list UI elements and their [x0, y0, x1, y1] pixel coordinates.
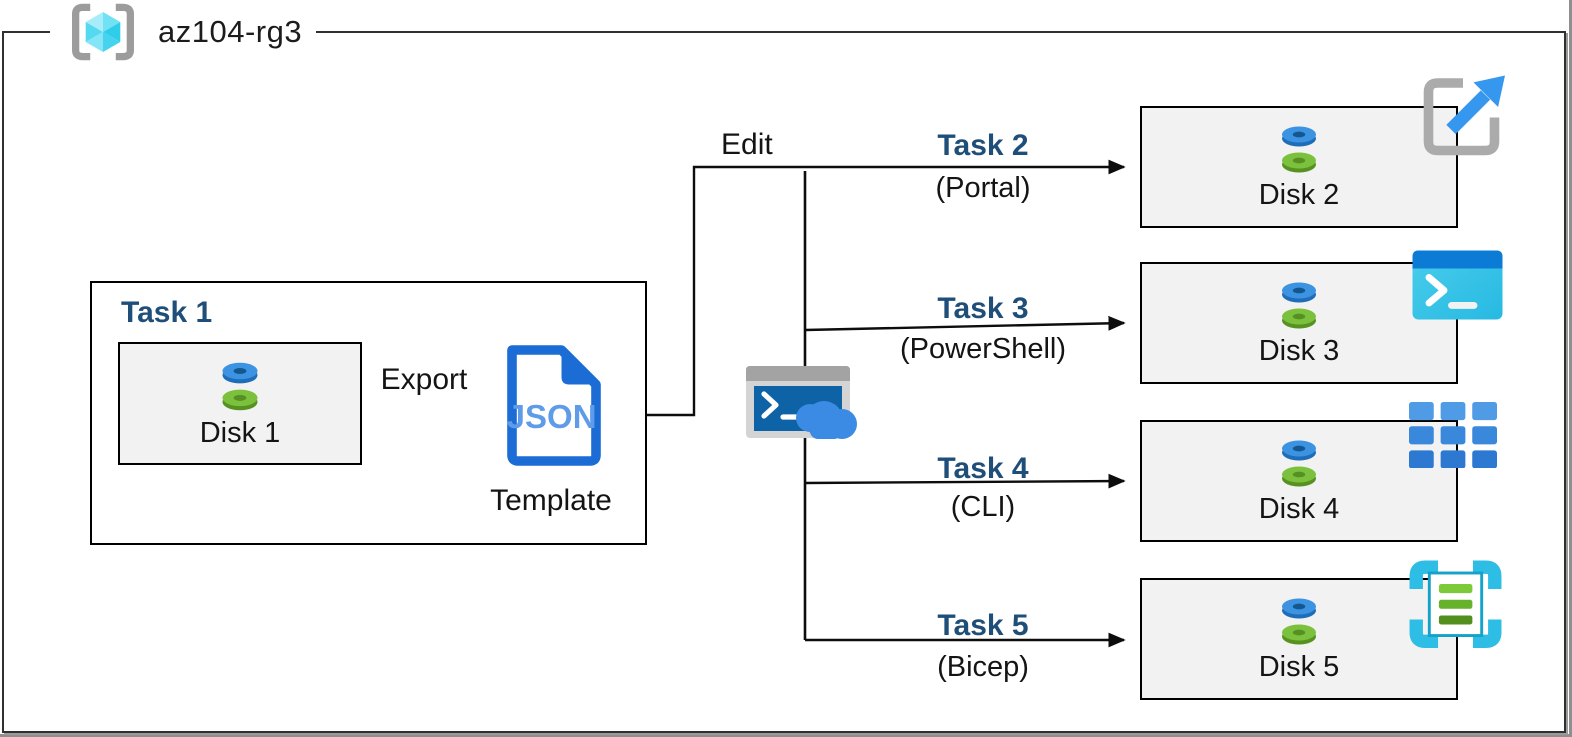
- task3-label: Task 3: [937, 292, 1029, 325]
- disk5-label: Disk 5: [1258, 651, 1340, 683]
- disk-icon: [1267, 122, 1331, 176]
- cloud-shell-icon: [746, 366, 857, 439]
- resource-group-header: az104-rg3: [50, 0, 317, 64]
- bicep-template-icon: [1409, 560, 1502, 649]
- disk-icon: [1267, 278, 1331, 332]
- azure-cli-icon: [1409, 402, 1497, 468]
- resource-group-frame: [2, 31, 1566, 733]
- edit-task2-arrow: [647, 159, 1126, 417]
- disk-icon: [207, 358, 273, 414]
- edit-label: Edit: [721, 128, 773, 161]
- task2-method-label: (Portal): [935, 172, 1031, 204]
- powershell-icon: [1412, 250, 1503, 320]
- resource-group-icon: [72, 3, 134, 61]
- task4-label: Task 4: [937, 452, 1029, 485]
- disk3-box: Disk 3: [1140, 262, 1458, 384]
- disk1-box: Disk 1: [118, 342, 362, 465]
- template-label: Template: [490, 484, 612, 517]
- task4-arrow: [804, 473, 1126, 489]
- json-badge-text: JSON: [507, 398, 597, 435]
- task1-title: Task 1: [121, 296, 213, 329]
- task2-label: Task 2: [937, 129, 1029, 162]
- disk2-box: Disk 2: [1140, 106, 1458, 228]
- disk-icon: [1267, 436, 1331, 490]
- json-template-icon: JSON: [507, 345, 601, 466]
- task5-method-label: (Bicep): [937, 651, 1029, 683]
- resource-group-name: az104-rg3: [158, 14, 303, 49]
- task4-method-label: (CLI): [950, 491, 1016, 523]
- disk1-label: Disk 1: [199, 416, 281, 449]
- task3-method-label: (PowerShell): [900, 333, 1066, 365]
- disk3-label: Disk 3: [1258, 335, 1340, 367]
- task3-arrow: [804, 315, 1126, 332]
- task5-label: Task 5: [937, 609, 1029, 642]
- disk4-box: Disk 4: [1140, 420, 1458, 542]
- task1-box: Task 1 Disk 1: [90, 281, 647, 545]
- disk2-label: Disk 2: [1258, 179, 1340, 211]
- export-label: Export: [380, 363, 468, 396]
- azure-portal-icon: [1423, 75, 1505, 156]
- disk4-label: Disk 4: [1258, 493, 1340, 525]
- disk-icon: [1267, 594, 1331, 648]
- disk5-box: Disk 5: [1140, 578, 1458, 700]
